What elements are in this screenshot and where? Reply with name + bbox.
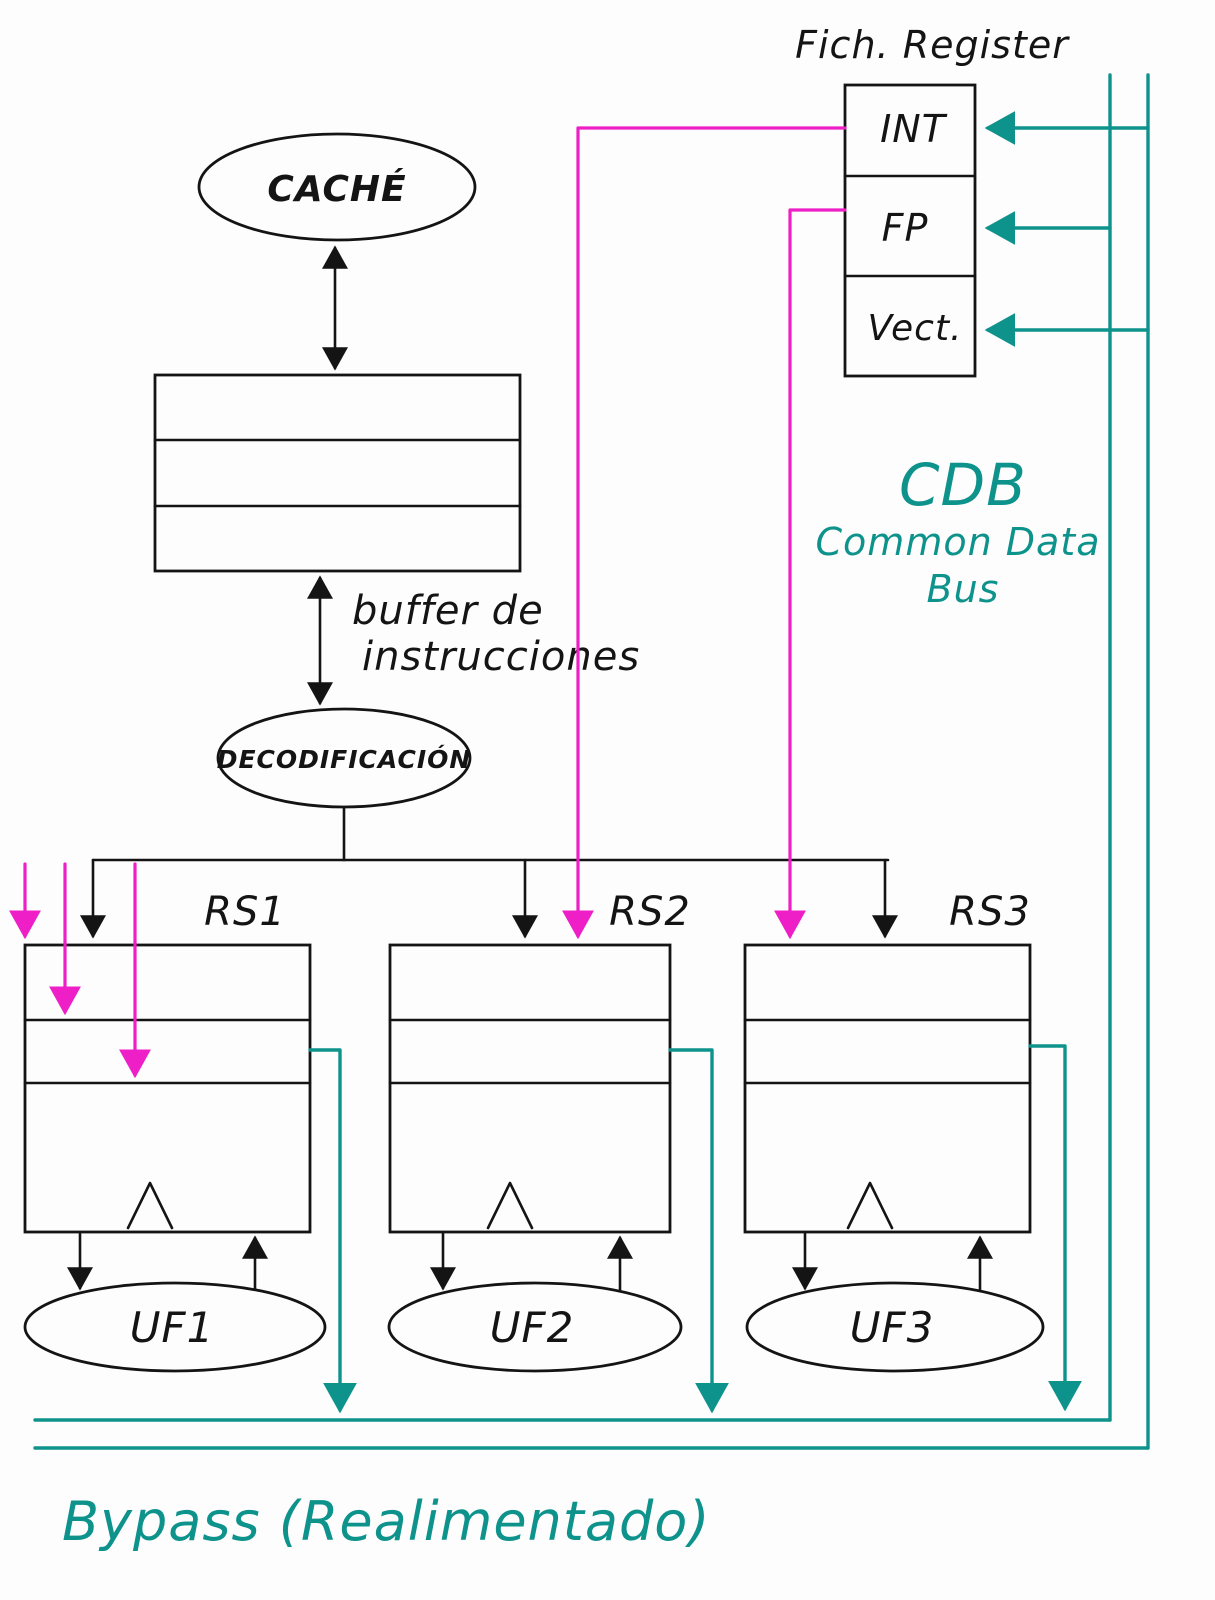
rs2-rect: [388, 943, 672, 1234]
cache-node: CACHÉ: [197, 132, 477, 242]
buffer-label-line1: buffer de: [352, 588, 544, 634]
register-cell-fp: FP: [882, 206, 929, 250]
register-cell-vect: Vect.: [867, 308, 962, 349]
uf1-node: UF1: [23, 1281, 327, 1373]
fp-to-rs3-feed: [774, 208, 847, 940]
rs2-issue-caret: [486, 1181, 534, 1230]
buffer-label-line2: instrucciones: [362, 634, 640, 680]
uf3-ellipse: [745, 1281, 1045, 1373]
uf2-label: UF2: [490, 1303, 575, 1352]
decode-node: DECODIFICACIÓN: [216, 707, 472, 809]
rs1-result-to-bypass: [308, 1048, 357, 1414]
instruction-buffer-box: [153, 373, 522, 573]
rs1-box: [23, 943, 312, 1234]
cache-label: CACHÉ: [267, 168, 406, 210]
cache-ellipse: [197, 132, 477, 242]
uf1-ellipse: [23, 1281, 327, 1373]
rs-uf-arrows: [67, 1232, 993, 1294]
rs2-result-to-bypass: [668, 1048, 729, 1414]
register-file-box: INT FP Vect.: [843, 83, 977, 378]
rs3-label: RS3: [949, 889, 1031, 935]
buffer-label: buffer de instrucciones: [352, 588, 640, 680]
bypass-label: Bypass (Realimentado): [62, 1490, 710, 1553]
uf1-label: UF1: [130, 1303, 215, 1352]
rs2-label: RS2: [609, 889, 691, 935]
cdb-title: CDB: [899, 451, 1027, 519]
dispatch-lines: [80, 805, 898, 939]
rs3-issue-caret: [846, 1181, 894, 1230]
register-cell-int: INT: [880, 107, 948, 151]
uf3-node: UF3: [745, 1281, 1045, 1373]
rs3-box: [743, 943, 1032, 1234]
cdb-subtitle-line2: Bus: [927, 567, 1000, 611]
cdb-subtitle-line1: Common Data: [816, 520, 1101, 564]
cdb-label: CDB Common Data Bus: [816, 451, 1101, 611]
rs3-result-to-bypass: [1028, 1044, 1082, 1412]
rs2-box: [388, 943, 672, 1234]
rs3-rect: [743, 943, 1032, 1234]
register-file-rect: [843, 83, 977, 378]
decode-label: DECODIFICACIÓN: [217, 744, 472, 774]
uf2-node: UF2: [387, 1281, 683, 1373]
buffer-rect: [153, 373, 522, 573]
uf3-label: UF3: [850, 1303, 935, 1352]
operand-feed-lines: [9, 126, 847, 1079]
uf2-ellipse: [387, 1281, 683, 1373]
cdb-bus-lines: [33, 73, 1150, 1450]
rs1-rect: [23, 943, 312, 1234]
rs1-issue-caret: [126, 1181, 174, 1230]
rs1-label: RS1: [204, 889, 286, 935]
register-file-title: Fich. Register: [795, 23, 1070, 67]
int-to-rs2-feed: [562, 126, 847, 940]
